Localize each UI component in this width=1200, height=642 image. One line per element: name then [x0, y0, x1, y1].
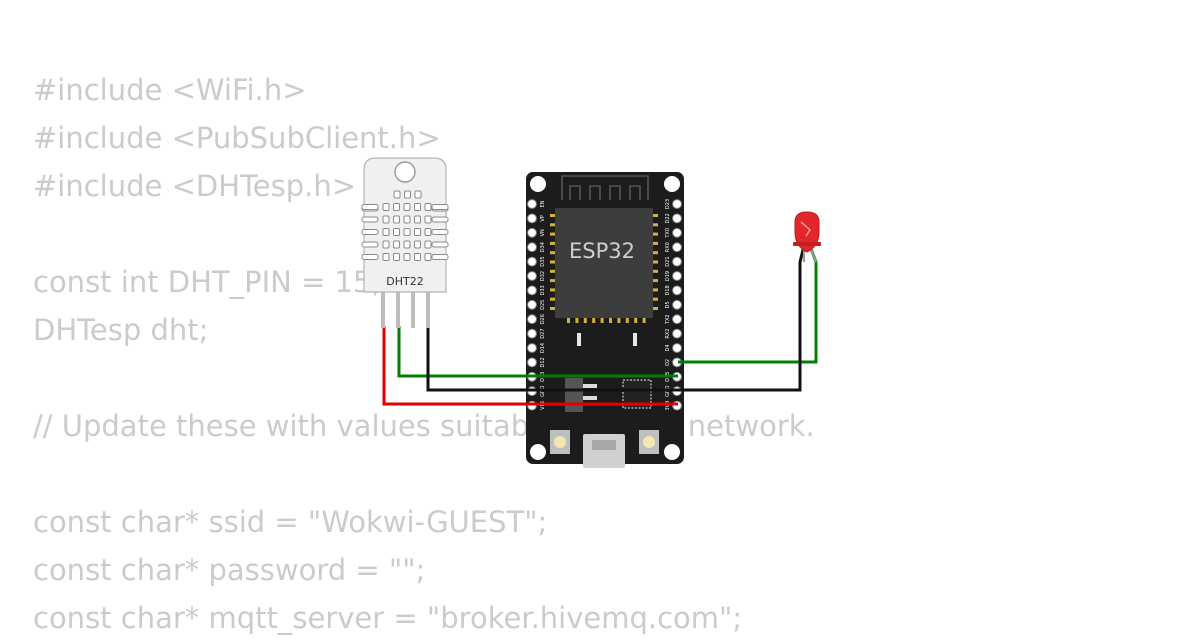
pin-tx0[interactable]	[672, 227, 682, 238]
pin-label-d4: D4	[665, 344, 671, 351]
pin-label-d25: D25	[540, 300, 546, 310]
mount-hole	[530, 444, 546, 460]
sensor-lead	[411, 290, 415, 328]
pin-label-d32: D32	[540, 271, 546, 281]
module-pins	[550, 214, 658, 323]
power-wire[interactable]	[382, 326, 678, 406]
pin-d35[interactable]	[527, 256, 537, 267]
pin-label-en: EN	[540, 200, 546, 207]
code-line: const char* ssid = "Wokwi-GUEST";	[33, 505, 548, 539]
pin-d23[interactable]	[672, 199, 682, 209]
pin-label-d12: D12	[540, 357, 546, 367]
red-led[interactable]	[793, 211, 821, 263]
pin-label-d26: D26	[540, 314, 546, 324]
code-line: const char* mqtt_server = "broker.hivemq…	[33, 601, 743, 635]
mount-hole	[394, 161, 416, 183]
dht22-label: DHT22	[386, 275, 423, 288]
smd-part	[633, 333, 637, 346]
pin-en[interactable]	[527, 199, 537, 209]
esp32-module	[555, 208, 653, 318]
ground-wire[interactable]	[426, 245, 806, 392]
en-button[interactable]	[550, 430, 570, 454]
pin-label-d22: D22	[665, 213, 671, 223]
antenna-trace	[561, 175, 649, 200]
mount-hole	[664, 176, 680, 192]
pin-label-d33: D33	[540, 285, 546, 295]
pin-label-vn: VN	[540, 229, 546, 236]
pin-label-d14: D14	[540, 343, 546, 353]
pin-d12[interactable]	[527, 357, 537, 368]
pin-label-d23: D23	[665, 199, 671, 209]
code-line: #include <DHTesp.h>	[33, 169, 357, 203]
pin-d21[interactable]	[672, 256, 682, 267]
pin-d33[interactable]	[527, 285, 537, 296]
pin-d19[interactable]	[672, 271, 682, 281]
esp32-label: ESP32	[569, 239, 635, 263]
pin-rx2[interactable]	[672, 328, 682, 339]
pin-label-d19: D19	[665, 271, 671, 281]
pin-d27[interactable]	[527, 328, 537, 339]
pin-label-d21: D21	[665, 256, 671, 266]
pin-label-rx0: RX0	[665, 242, 671, 252]
pin-label-d2: D2	[665, 359, 671, 366]
pin-d4[interactable]	[672, 343, 682, 353]
voltage-regulator	[565, 378, 583, 412]
pin-vn[interactable]	[527, 227, 537, 238]
pin-label-tx2: TX2	[665, 314, 671, 325]
sensor-lead	[381, 290, 385, 328]
sensor-lead	[426, 290, 430, 328]
pin-d34[interactable]	[527, 242, 537, 253]
pin-vp[interactable]	[527, 213, 537, 224]
pin-label-d5: D5	[665, 301, 671, 308]
right-pin-header: D23D22TX0RX0D21D19D18D5TX2RX2D4D2D15GND3…	[665, 199, 682, 411]
pin-d32[interactable]	[527, 271, 537, 281]
pin-tx2[interactable]	[672, 314, 682, 325]
pin-d5[interactable]	[672, 299, 682, 310]
code-line: DHTesp dht;	[33, 313, 209, 347]
sensor-grille	[361, 190, 449, 261]
pin-d26[interactable]	[527, 314, 537, 325]
pin-label-3v3: 3V3	[665, 401, 671, 411]
pin-label-d27: D27	[540, 328, 546, 338]
code-line: #include <PubSubClient.h>	[33, 121, 441, 155]
pin-d14[interactable]	[527, 343, 537, 353]
mount-hole	[664, 444, 680, 460]
pin-d22[interactable]	[672, 213, 682, 224]
pin-label-rx2: RX2	[665, 329, 671, 339]
code-line: const int DHT_PIN = 15;	[33, 265, 382, 299]
smd-part	[577, 333, 581, 346]
dht22-sensor[interactable]: DHT22	[361, 157, 449, 328]
pin-label-d34: D34	[540, 242, 546, 252]
pin-label-tx0: TX0	[665, 228, 671, 239]
code-line: const char* password = "";	[33, 553, 426, 587]
pin-label-d35: D35	[540, 256, 546, 266]
pin-d18[interactable]	[672, 285, 682, 296]
pin-rx0[interactable]	[672, 242, 682, 253]
pin-d25[interactable]	[527, 299, 537, 310]
usb-port	[583, 434, 625, 468]
code-line: #include <WiFi.h>	[33, 73, 307, 107]
pin-label-vp: VP	[540, 215, 546, 221]
boot-button[interactable]	[639, 430, 659, 454]
led-rim	[793, 242, 821, 246]
pin-label-d18: D18	[665, 285, 671, 295]
sensor-lead	[396, 290, 400, 328]
mount-hole	[530, 176, 546, 192]
